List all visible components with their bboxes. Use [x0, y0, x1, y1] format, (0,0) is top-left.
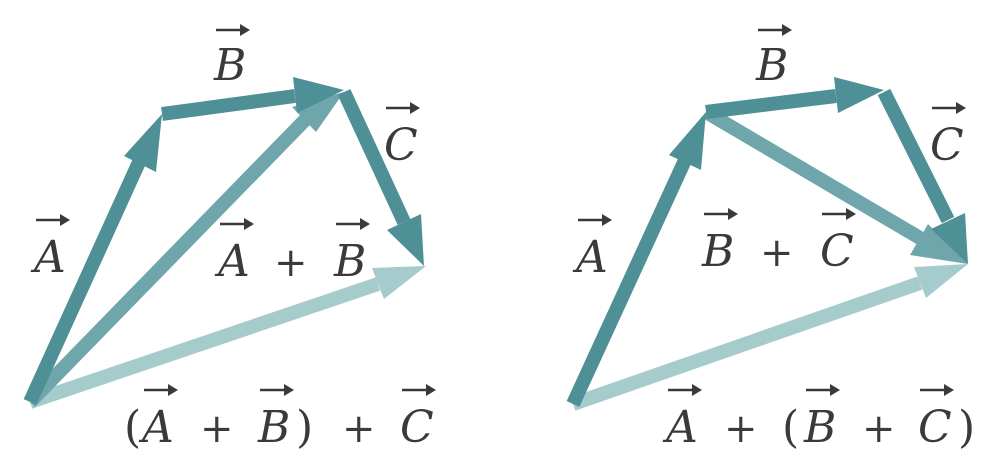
left-label-b: B — [213, 24, 250, 91]
right-panel: A B C B + C A + ( — [566, 24, 975, 453]
right-label-result: A + ( B + C ) — [662, 384, 975, 453]
left-label-a: A — [30, 214, 70, 283]
vector-symbol: B — [701, 226, 734, 277]
vector-symbol: C — [918, 402, 952, 453]
open-paren: ( — [782, 402, 799, 453]
right-label-b-plus-c: B + C — [701, 208, 856, 277]
right-vector-b — [705, 77, 884, 119]
close-paren: ) — [958, 402, 975, 453]
vector-symbol: B — [213, 40, 246, 91]
vector-symbol: B — [333, 236, 366, 287]
left-vector-c — [337, 89, 424, 266]
right-vector-b-plus-c — [702, 105, 968, 264]
vector-symbol: B — [803, 402, 836, 453]
vector-symbol: C — [384, 120, 418, 171]
close-paren: ) — [296, 402, 313, 453]
vector-symbol: A — [214, 236, 250, 287]
left-panel: A B C A + B ( A + — [23, 24, 436, 453]
right-vector-a — [566, 112, 706, 407]
right-label-b: B — [755, 24, 792, 91]
plus-sign: + — [342, 406, 376, 452]
vector-symbol: A — [572, 232, 608, 283]
left-label-a-plus-b: A + B — [214, 218, 370, 287]
plus-sign: + — [200, 406, 234, 452]
left-label-result: ( A + B ) + C — [124, 384, 436, 453]
right-vector-sum-total — [570, 264, 968, 411]
right-label-c: C — [930, 102, 966, 171]
vector-symbol: A — [30, 232, 66, 283]
vector-symbol: A — [138, 402, 174, 453]
plus-sign: + — [274, 240, 308, 286]
vector-symbol: C — [930, 120, 964, 171]
plus-sign: + — [760, 230, 794, 276]
plus-sign: + — [724, 406, 758, 452]
left-vector-sum-total — [27, 266, 426, 409]
plus-sign: + — [862, 406, 896, 452]
vector-symbol: B — [755, 40, 788, 91]
left-vector-a — [23, 114, 162, 405]
right-label-a: A — [572, 214, 612, 283]
left-vector-b — [161, 77, 344, 121]
left-label-c: C — [384, 102, 420, 171]
vector-symbol: A — [662, 402, 698, 453]
open-paren: ( — [124, 402, 141, 453]
left-vector-a-plus-b — [24, 92, 344, 407]
right-vector-c — [877, 88, 968, 264]
vector-symbol: C — [820, 226, 854, 277]
vector-symbol: B — [257, 402, 290, 453]
vector-symbol: C — [400, 402, 434, 453]
